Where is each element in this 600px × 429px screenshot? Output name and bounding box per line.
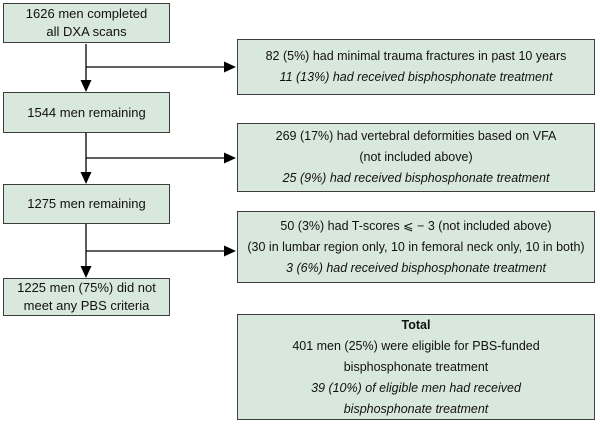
box-1275-remaining: 1275 men remaining	[3, 184, 170, 224]
arrow-branch-fractures	[86, 61, 236, 73]
box-vertebral-deformities: 269 (17%) had vertebral deformities base…	[237, 123, 595, 192]
box-1225-no-criteria: 1225 men (75%) did not meet any PBS crit…	[3, 278, 170, 316]
vertebral-line2: (not included above)	[359, 150, 473, 164]
box-1225-line2: meet any PBS criteria	[23, 298, 150, 313]
arrow-branch-vertebral	[86, 152, 236, 164]
total-line2: bisphosphonate treatment	[343, 359, 489, 374]
fractures-line1: 82 (5%) had minimal trauma fractures in …	[265, 49, 567, 63]
tscores-line2: (30 in lumbar region only, 10 in femoral…	[247, 239, 585, 254]
box-total: Total 401 men (25%) were eligible for PB…	[237, 314, 595, 420]
box-1275-line1: 1275 men remaining	[27, 196, 146, 211]
box-minimal-trauma-fractures: 82 (5%) had minimal trauma fractures in …	[237, 39, 595, 95]
box-1626-completed: 1626 men completed all DXA scans	[3, 3, 170, 43]
vertebral-line3: 25 (9%) had received bisphosphonate trea…	[282, 171, 550, 185]
tscores-line1: 50 (3%) had T-scores ⩽ − 3 (not included…	[280, 218, 552, 233]
total-title: Total	[401, 317, 431, 332]
box-t-scores: 50 (3%) had T-scores ⩽ − 3 (not included…	[237, 211, 595, 283]
box-1626-line1: 1626 men completed	[25, 6, 148, 21]
total-line4: bisphosphonate treatment	[343, 401, 489, 416]
vertebral-line1: 269 (17%) had vertebral deformities base…	[275, 129, 557, 143]
total-line1: 401 men (25%) were eligible for PBS-fund…	[292, 338, 540, 353]
box-1544-line1: 1544 men remaining	[27, 104, 146, 120]
box-1626-line2: all DXA scans	[46, 24, 127, 39]
arrow-completed-to-remaining1	[80, 44, 92, 92]
box-1225-line1: 1225 men (75%) did not	[17, 280, 156, 295]
fractures-line2: 11 (13%) had received bisphosphonate tre…	[279, 70, 553, 84]
total-line3: 39 (10%) of eligible men had received	[311, 380, 521, 395]
arrow-remaining1-to-remaining2	[80, 133, 92, 184]
arrow-branch-tscores	[86, 245, 236, 257]
arrow-remaining2-to-nocriteria	[80, 224, 92, 278]
box-1544-remaining: 1544 men remaining	[3, 92, 170, 133]
tscores-line3: 3 (6%) had received bisphosphonate treat…	[286, 260, 546, 275]
